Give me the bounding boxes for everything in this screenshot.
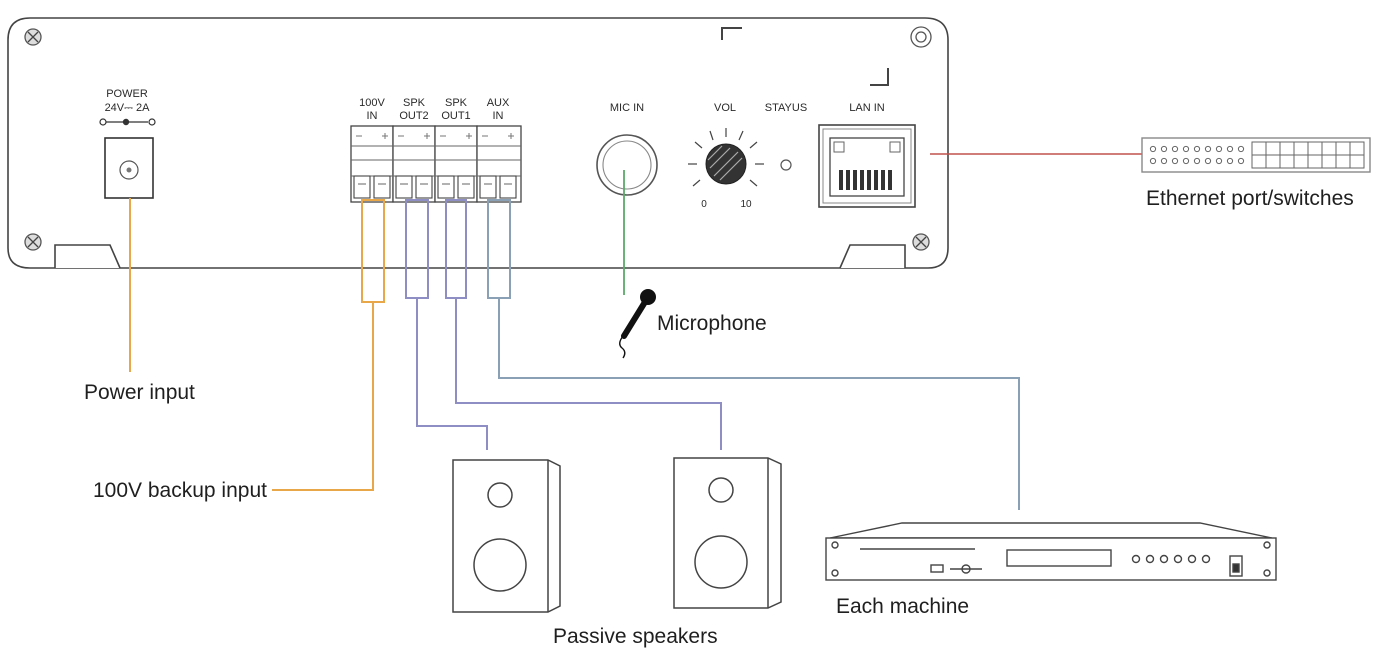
terminal-label-line2: OUT2 — [399, 110, 428, 122]
mic-in-label: MIC IN — [610, 102, 644, 114]
terminal-100v-in: 100V IN — [359, 97, 385, 122]
status-label: STAYUS — [765, 102, 807, 114]
vol-min: 0 — [701, 199, 707, 210]
terminal-blocks: 100V IN SPK OUT2 SPK OUT1 AUX IN — [350, 97, 522, 203]
screw-icon — [24, 28, 42, 46]
terminal-aux-in: AUX IN — [487, 97, 510, 122]
microphone-icon — [619, 289, 656, 359]
speaker-wire-out1 — [445, 199, 722, 450]
terminal-label-line2: IN — [493, 110, 504, 122]
vol-label: VOL — [714, 102, 736, 114]
terminal-spk-out2: SPK OUT2 — [399, 97, 428, 122]
lan-in-port: LAN IN — [818, 102, 916, 208]
ethernet-label: Ethernet port/switches — [1146, 187, 1354, 210]
speaker-right — [673, 457, 782, 609]
lan-in-label: LAN IN — [849, 102, 885, 114]
vol-max: 10 — [740, 199, 752, 210]
power-title: POWER — [106, 88, 148, 100]
backup-wire — [272, 199, 385, 491]
backup-input-label: 100V backup input — [93, 479, 267, 502]
ethernet-switch — [1141, 137, 1371, 173]
terminal-label-line1: SPK — [445, 97, 468, 109]
terminal-label-line2: IN — [367, 110, 378, 122]
terminal-label-line1: 100V — [359, 97, 385, 109]
screw-icon — [912, 233, 930, 251]
polarity-icon — [99, 118, 156, 126]
power-input-label: Power input — [84, 381, 195, 404]
power-rating: 24V⎓ 2A — [105, 102, 151, 114]
aux-wire — [487, 199, 1020, 510]
terminal-label-line1: AUX — [487, 97, 510, 109]
mic-in-jack: MIC IN — [596, 102, 658, 196]
passive-speakers-label: Passive speakers — [553, 625, 718, 648]
terminal-spk-out1: SPK OUT1 — [441, 97, 470, 122]
terminal-label-line2: OUT1 — [441, 110, 470, 122]
source-machine — [825, 522, 1277, 581]
microphone-label: Microphone — [657, 312, 767, 335]
speaker-left — [452, 459, 561, 613]
status-led: STAYUS — [765, 102, 807, 171]
screw-icon — [24, 233, 42, 251]
volume-knob: VOL 0 10 — [688, 102, 764, 210]
speaker-wire-out2 — [405, 199, 488, 450]
each-machine-label: Each machine — [836, 595, 969, 618]
screw-icon — [910, 26, 932, 48]
terminal-label-line1: SPK — [403, 97, 426, 109]
power-jack: POWER 24V⎓ 2A — [99, 88, 156, 199]
